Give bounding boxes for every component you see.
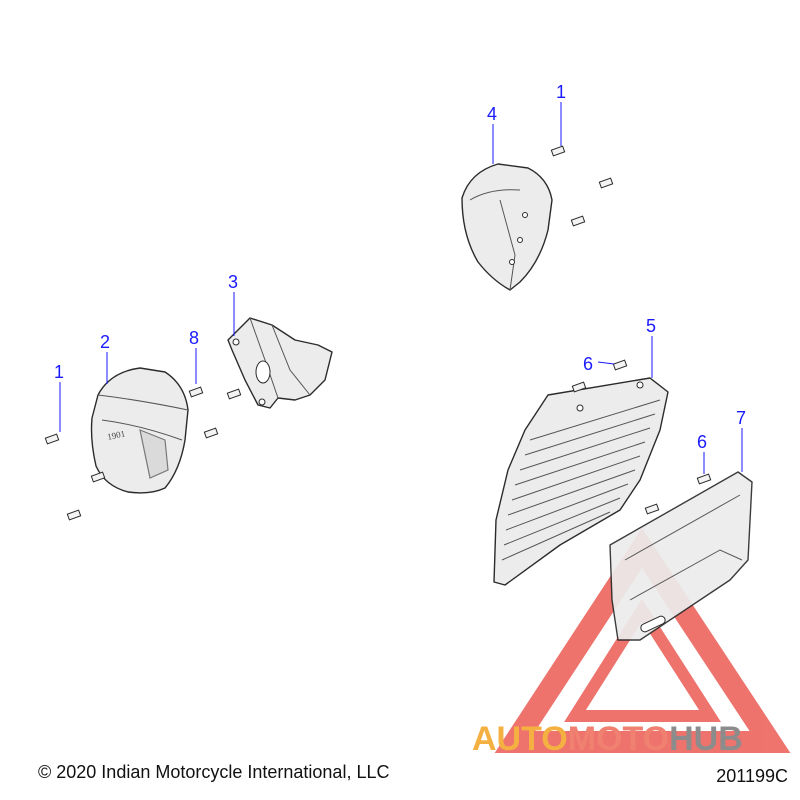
bolt-group-left [44, 386, 242, 521]
callout-8: 8 [189, 328, 199, 348]
copyright-text: © 2020 Indian Motorcycle International, … [38, 762, 390, 782]
watermark-auto: AUTO [472, 720, 568, 758]
watermark-logo-triangle [494, 527, 791, 753]
watermark-moto: MOTO [568, 720, 669, 758]
callout-5: 5 [646, 316, 656, 336]
part-3-mounting-bracket [227, 317, 333, 409]
callout-4: 4 [487, 104, 497, 124]
leader-lines [59, 102, 743, 474]
bolt-group-upper [550, 145, 614, 227]
callout-labels: 1 2 3 8 1 4 5 6 6 7 [54, 82, 746, 452]
figure-id: 201199C [716, 766, 788, 786]
callout-1-left: 1 [54, 362, 64, 382]
callout-1-right: 1 [556, 82, 566, 102]
watermark-logo-text: AUTOMOTOHUB [472, 720, 743, 758]
part-4-upper-cowl [461, 163, 553, 291]
svg-text:1901: 1901 [106, 428, 126, 442]
callout-6-upper: 6 [583, 354, 593, 374]
watermark-hub: HUB [669, 720, 743, 758]
bolt-group-right [571, 359, 712, 515]
part-7-side-panel [609, 471, 753, 641]
svg-text:AUTOMOTOHUB: AUTOMOTOHUB [472, 720, 743, 758]
part-2-headlight-cover: 1901 [90, 367, 189, 494]
callout-3: 3 [228, 272, 238, 292]
callout-6-lower: 6 [697, 432, 707, 452]
part-5-grille [493, 377, 669, 586]
callout-7: 7 [736, 408, 746, 428]
callout-2: 2 [100, 332, 110, 352]
